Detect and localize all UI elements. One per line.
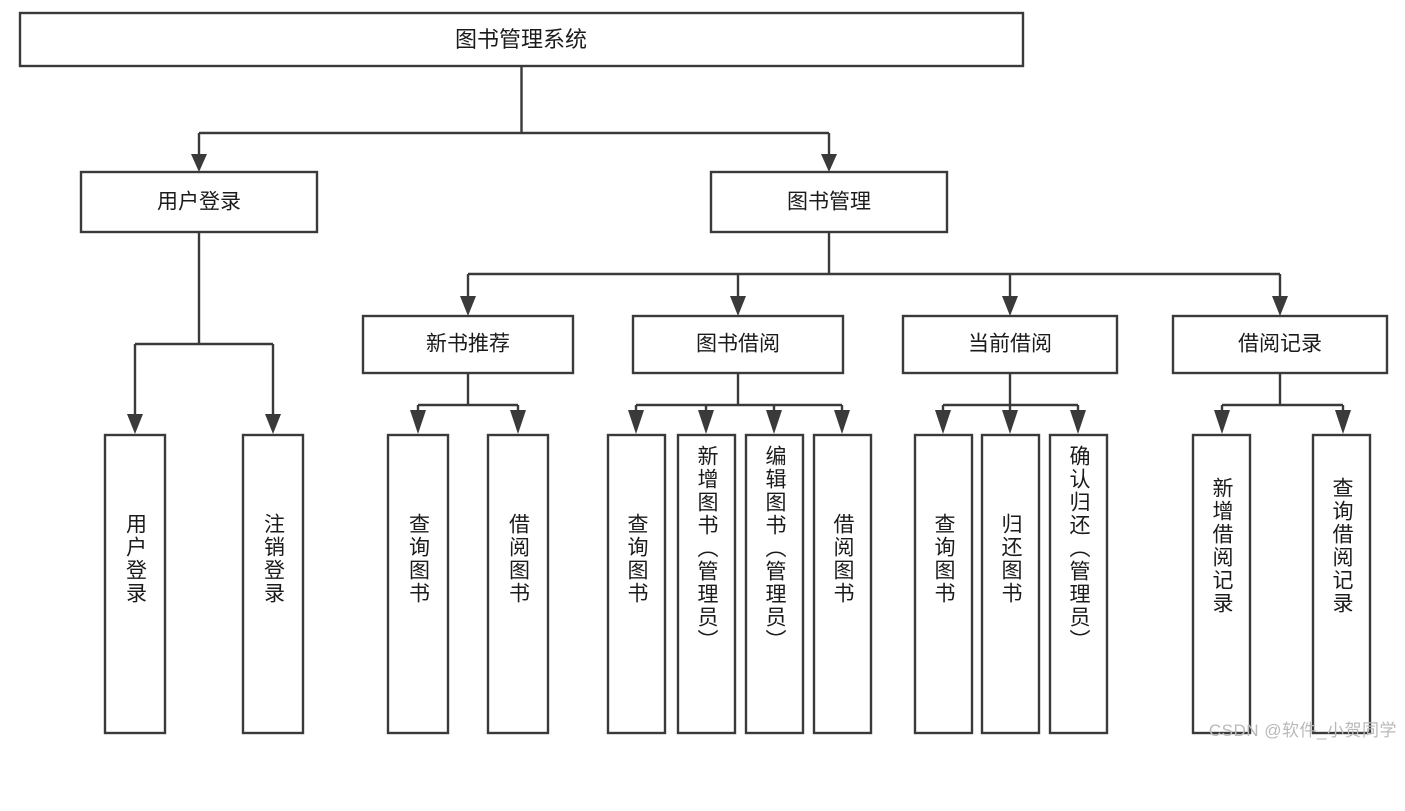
leaf-boxes <box>103 433 1372 735</box>
watermark-text: CSDN @软件_小贺同学 <box>1208 721 1397 740</box>
node-label-new-book-recommend: 新书推荐 <box>426 333 510 356</box>
node-label-book-borrow: 图书借阅 <box>696 333 780 356</box>
node-label-user-login: 用户登录 <box>157 191 241 214</box>
connector-group-root <box>191 66 837 172</box>
node-box-leaf-query-book-3[interactable] <box>913 433 974 735</box>
connector-group-new-book-recommend <box>410 373 526 434</box>
node-box-leaf-user-login[interactable] <box>103 433 167 735</box>
node-box-borrow-record[interactable] <box>1171 314 1389 375</box>
node-new-book-recommend[interactable]: 新书推荐 <box>361 314 575 375</box>
arrowhead-leaf-borrow-book-2 <box>834 410 850 434</box>
node-box-leaf-edit-book[interactable] <box>744 433 805 735</box>
node-box-current-borrow[interactable] <box>901 314 1119 375</box>
arrowhead-leaf-confirm-return <box>1070 410 1086 434</box>
node-label-book-management: 图书管理 <box>787 191 871 214</box>
arrowhead-leaf-add-record <box>1214 410 1230 434</box>
node-borrow-record[interactable]: 借阅记录 <box>1171 314 1389 375</box>
node-label-current-borrow: 当前借阅 <box>968 333 1052 356</box>
hierarchy-diagram: 图书管理系统 用户登录 图书管理 新书推荐 图书借阅 当前借阅 借阅记录 <box>18 11 1389 735</box>
node-box-user-login[interactable] <box>79 170 319 234</box>
arrowhead-leaf-query-book-3 <box>935 410 951 434</box>
flowchart-canvas: 图书管理系统 用户登录 图书管理 新书推荐 图书借阅 当前借阅 借阅记录 <box>18 11 1397 740</box>
connector-group-book-borrow <box>628 373 850 434</box>
node-box-leaf-query-record[interactable] <box>1311 433 1372 735</box>
connector-group-user-login <box>127 232 281 434</box>
arrowhead-leaf-query-book-1 <box>410 410 426 434</box>
node-book-borrow[interactable]: 图书借阅 <box>631 314 845 375</box>
node-box-leaf-user-logout[interactable] <box>241 433 305 735</box>
arrowhead-new-book-recommend <box>460 296 476 316</box>
node-label-borrow-record: 借阅记录 <box>1238 333 1322 356</box>
arrowhead-leaf-query-book-2 <box>628 410 644 434</box>
arrowhead-leaf-return-book <box>1002 410 1018 434</box>
arrowhead-leaf-user-login <box>127 414 143 434</box>
arrowhead-user-login <box>191 154 207 172</box>
node-box-leaf-query-book-1[interactable] <box>386 433 450 735</box>
node-box-leaf-borrow-book-1[interactable] <box>486 433 550 735</box>
arrowhead-leaf-add-book <box>698 410 714 434</box>
arrowhead-leaf-borrow-book-1 <box>510 410 526 434</box>
node-label-root: 图书管理系统 <box>455 27 587 52</box>
connector-group-borrow-record <box>1214 373 1351 434</box>
node-box-leaf-query-book-2[interactable] <box>606 433 667 735</box>
node-box-leaf-add-record[interactable] <box>1191 433 1252 735</box>
node-box-leaf-confirm-return[interactable] <box>1048 433 1109 735</box>
node-box-book-borrow[interactable] <box>631 314 845 375</box>
arrowhead-borrow-record <box>1272 296 1288 316</box>
node-user-login[interactable]: 用户登录 <box>79 170 319 234</box>
node-book-management[interactable]: 图书管理 <box>709 170 949 234</box>
node-box-new-book-recommend[interactable] <box>361 314 575 375</box>
node-box-leaf-borrow-book-2[interactable] <box>812 433 873 735</box>
arrowhead-book-management <box>821 154 837 172</box>
connector-group-current-borrow <box>935 373 1086 434</box>
arrowhead-leaf-query-record <box>1335 410 1351 434</box>
node-box-root[interactable] <box>18 11 1025 68</box>
arrowhead-current-borrow <box>1002 296 1018 316</box>
arrowhead-leaf-user-logout <box>265 414 281 434</box>
node-box-book-management[interactable] <box>709 170 949 234</box>
node-current-borrow[interactable]: 当前借阅 <box>901 314 1119 375</box>
arrowhead-book-borrow <box>730 296 746 316</box>
connector-group-book-management <box>460 232 1288 316</box>
node-box-leaf-return-book[interactable] <box>980 433 1041 735</box>
arrowhead-leaf-edit-book <box>766 410 782 434</box>
node-box-leaf-add-book[interactable] <box>676 433 737 735</box>
node-root[interactable]: 图书管理系统 <box>18 11 1025 68</box>
